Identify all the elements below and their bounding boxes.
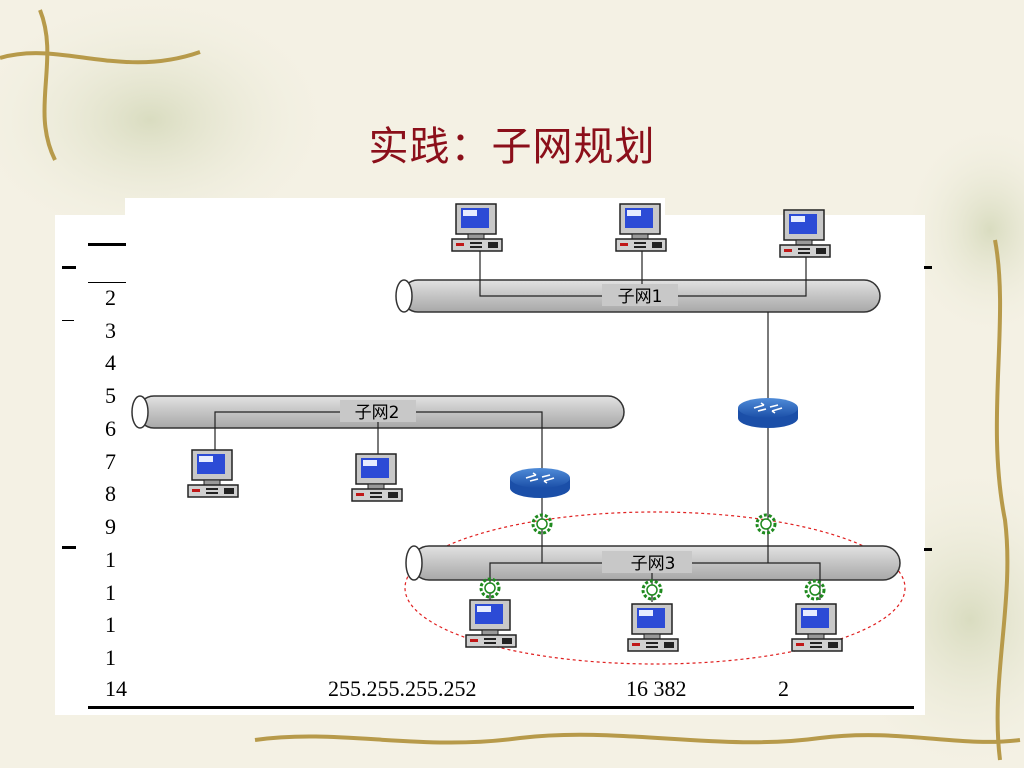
row-number: 1	[105, 645, 116, 670]
connector-icon	[804, 579, 826, 601]
table-header-rule	[88, 282, 126, 283]
computer-icon	[791, 603, 843, 652]
last-row-hosts: 2	[778, 676, 789, 701]
row-number: 1	[105, 547, 116, 572]
row-number: 5	[105, 383, 116, 408]
row-number: 4	[105, 350, 116, 375]
row-number: 3	[105, 318, 116, 343]
row-number: 1	[105, 580, 116, 605]
subnet3-label: 子网3	[631, 554, 676, 574]
subnet3-highlight	[404, 511, 906, 665]
computer-icon	[351, 453, 403, 502]
table-side-mark	[924, 548, 932, 551]
connector-icon	[755, 513, 777, 535]
router-right-icon	[737, 397, 799, 429]
last-row-mask: 255.255.255.252	[328, 676, 477, 701]
computer-icon	[465, 599, 517, 648]
row-number: 8	[105, 481, 116, 506]
row-number: 7	[105, 449, 116, 474]
row-number: 6	[105, 416, 116, 441]
table-side-mark	[62, 266, 76, 269]
computer-icon	[627, 603, 679, 652]
table-side-mark	[62, 320, 74, 321]
row-number: 1	[105, 612, 116, 637]
table-top-rule	[88, 243, 126, 246]
router-left-icon	[509, 467, 571, 499]
computer-icon	[187, 449, 239, 498]
table-side-mark	[62, 546, 76, 549]
computer-icon	[779, 209, 831, 258]
subnet2-label: 子网2	[355, 403, 400, 423]
table-panel-top	[125, 198, 665, 228]
row-number: 2	[105, 285, 116, 310]
computer-icon	[615, 203, 667, 252]
subnet1-label: 子网1	[618, 287, 663, 307]
table-side-mark	[924, 266, 932, 269]
slide-title: 实践：子网规划	[368, 124, 656, 170]
table-bottom-rule	[88, 706, 914, 709]
last-row-bits: 14	[105, 676, 127, 701]
computer-icon	[451, 203, 503, 252]
row-number: 9	[105, 514, 116, 539]
last-row-subnets: 16 382	[626, 676, 687, 701]
